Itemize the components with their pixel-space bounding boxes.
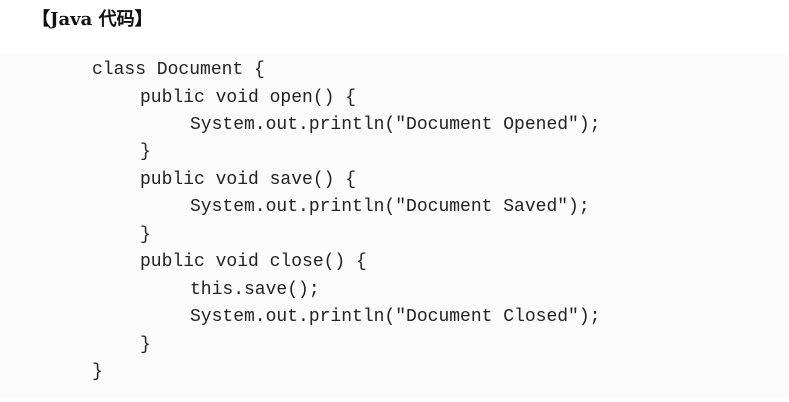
code-line: System.out.println("Document Opened"); [190, 115, 601, 135]
code-line: } [140, 335, 151, 355]
code-line: this.save(); [190, 280, 320, 300]
code-line: System.out.println("Document Saved"); [190, 197, 590, 217]
code-line: } [140, 225, 151, 245]
code-line: } [140, 142, 151, 162]
code-line: class Document { [92, 60, 265, 80]
code-line: public void open() { [140, 88, 357, 108]
code-line: public void close() { [140, 252, 367, 272]
code-line: System.out.println("Document Closed"); [190, 307, 601, 327]
code-block [0, 54, 789, 398]
code-line: public void save() { [140, 170, 357, 190]
section-heading: 【Java 代码】 [32, 9, 153, 30]
code-line: } [92, 362, 103, 382]
